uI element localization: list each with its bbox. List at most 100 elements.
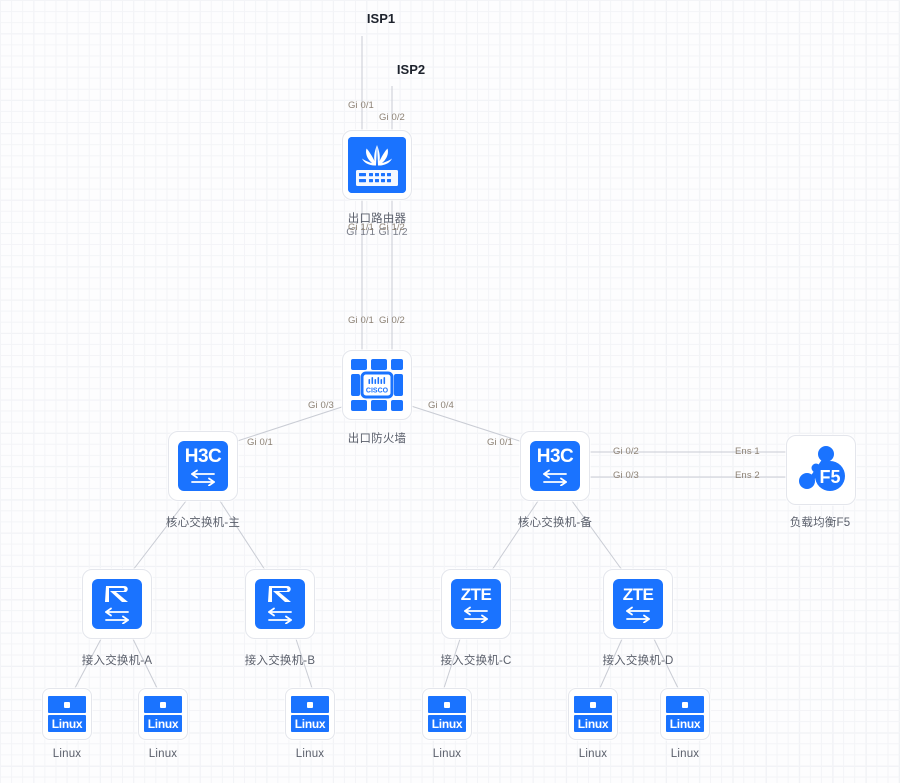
switch-arrows-icon [626,606,650,623]
caption-egress-router-text: 出口路由器 [347,213,407,225]
linux-server-icon: Linux [428,695,466,733]
link-access-c-linux-4 [443,638,461,689]
linux-server-icon: Linux [48,695,86,733]
switch-arrows-icon [268,607,292,624]
port-label-router-down-1: Gi 1/1 [348,222,374,233]
port-label-core-master: Gi 0/1 [247,437,273,448]
port-label-router-down-2: Gi 1/2 [379,222,405,233]
ruijie-switch-icon [255,579,305,629]
port-label-isp1-router: Gi 0/1 [348,100,374,111]
h3c-brand-text: H3C [184,445,222,467]
caption-egress-router-ports: Gi 1/1 Gi 1/2 [346,226,408,238]
port-label-core-f5-2: Gi 0/3 [613,470,639,481]
link-access-d-linux-5 [599,638,623,689]
isp2-label[interactable]: ISP2 [396,62,426,77]
cisco-logo-icon: CISCO [349,357,405,413]
port-label-firewall-up-2: Gi 0/2 [379,315,405,326]
linux-brand-text: Linux [574,715,612,732]
linux-server-icon: Linux [666,695,704,733]
caption-linux-server-6: Linux [670,748,700,760]
link-core-master-access-b [219,500,266,571]
server-chassis-icon [144,696,182,713]
huawei-logo-icon [348,137,406,193]
ruijie-switch-icon [92,579,142,629]
caption-access-switch-b: 接入交换机-B [244,655,316,667]
h3c-switch-icon: H3C [178,441,228,491]
node-linux-server-6[interactable]: Linux [660,688,710,740]
linux-brand-text: Linux [428,715,466,732]
caption-egress-firewall: 出口防火墙 [347,433,407,445]
node-egress-router[interactable] [342,130,412,200]
port-label-firewall-right: Gi 0/4 [428,400,454,411]
zte-brand-text: ZTE [460,584,492,604]
isp1-label[interactable]: ISP1 [366,11,396,26]
server-chassis-icon [291,696,329,713]
zte-brand-text: ZTE [622,584,654,604]
port-label-core-backup: Gi 0/1 [487,437,513,448]
caption-linux-server-3: Linux [295,748,325,760]
switch-arrows-icon [191,469,215,486]
server-chassis-icon [48,696,86,713]
linux-brand-text: Linux [291,715,329,732]
server-chassis-icon [574,696,612,713]
node-linux-server-3[interactable]: Linux [285,688,335,740]
zte-switch-icon: ZTE [613,579,663,629]
link-access-a-linux-1 [74,638,102,689]
linux-brand-text: Linux [48,715,86,732]
node-access-switch-b[interactable] [245,569,315,639]
link-core-master-access-a [132,500,187,571]
node-core-switch-backup[interactable]: H3C [520,431,590,501]
port-label-core-f5-1: Gi 0/2 [613,446,639,457]
svg-text:F5: F5 [819,467,840,487]
caption-core-switch-master: 核心交换机-主 [165,517,241,529]
linux-server-icon: Linux [291,695,329,733]
node-access-switch-a[interactable] [82,569,152,639]
node-linux-server-1[interactable]: Linux [42,688,92,740]
switch-arrows-icon [543,469,567,486]
port-label-f5-ens1: Ens 1 [735,446,760,457]
node-access-switch-c[interactable]: ZTE [441,569,511,639]
link-access-b-linux-3 [295,638,313,689]
svg-text:CISCO: CISCO [366,388,389,395]
caption-linux-server-2: Linux [148,748,178,760]
zte-switch-icon: ZTE [451,579,501,629]
server-chassis-icon [666,696,704,713]
caption-access-switch-c: 接入交换机-C [440,655,512,667]
link-firewall-core-master [224,404,349,446]
switch-arrows-icon [105,607,129,624]
node-egress-firewall[interactable]: CISCO [342,350,412,420]
port-label-isp2-router: Gi 0/2 [379,112,405,123]
link-firewall-core-backup [407,404,533,446]
node-linux-server-2[interactable]: Linux [138,688,188,740]
link-core-backup-access-c [491,500,539,571]
link-core-backup-access-d [571,500,623,571]
server-chassis-icon [428,696,466,713]
f5-logo-icon: F5 [794,443,848,497]
port-label-f5-ens2: Ens 2 [735,470,760,481]
caption-linux-server-5: Linux [578,748,608,760]
switch-arrows-icon [464,606,488,623]
node-load-balancer-f5[interactable]: F5 [786,435,856,505]
h3c-switch-icon: H3C [530,441,580,491]
node-linux-server-5[interactable]: Linux [568,688,618,740]
link-access-d-linux-6 [653,638,679,689]
ruijie-brand-icon [268,586,291,602]
linux-server-icon: Linux [574,695,612,733]
linux-server-icon: Linux [144,695,182,733]
caption-access-switch-d: 接入交换机-D [602,655,674,667]
node-linux-server-4[interactable]: Linux [422,688,472,740]
caption-access-switch-a: 接入交换机-A [81,655,153,667]
h3c-brand-text: H3C [536,445,574,467]
caption-linux-server-1: Linux [52,748,82,760]
port-label-firewall-left: Gi 0/3 [308,400,334,411]
caption-linux-server-4: Linux [432,748,462,760]
node-access-switch-d[interactable]: ZTE [603,569,673,639]
link-access-a-linux-2 [132,638,158,689]
linux-brand-text: Linux [144,715,182,732]
ruijie-brand-icon [105,586,128,602]
node-core-switch-master[interactable]: H3C [168,431,238,501]
caption-core-switch-backup: 核心交换机-备 [517,517,593,529]
caption-egress-router: 出口路由器 Gi 1/1 Gi 1/2 [346,210,408,238]
